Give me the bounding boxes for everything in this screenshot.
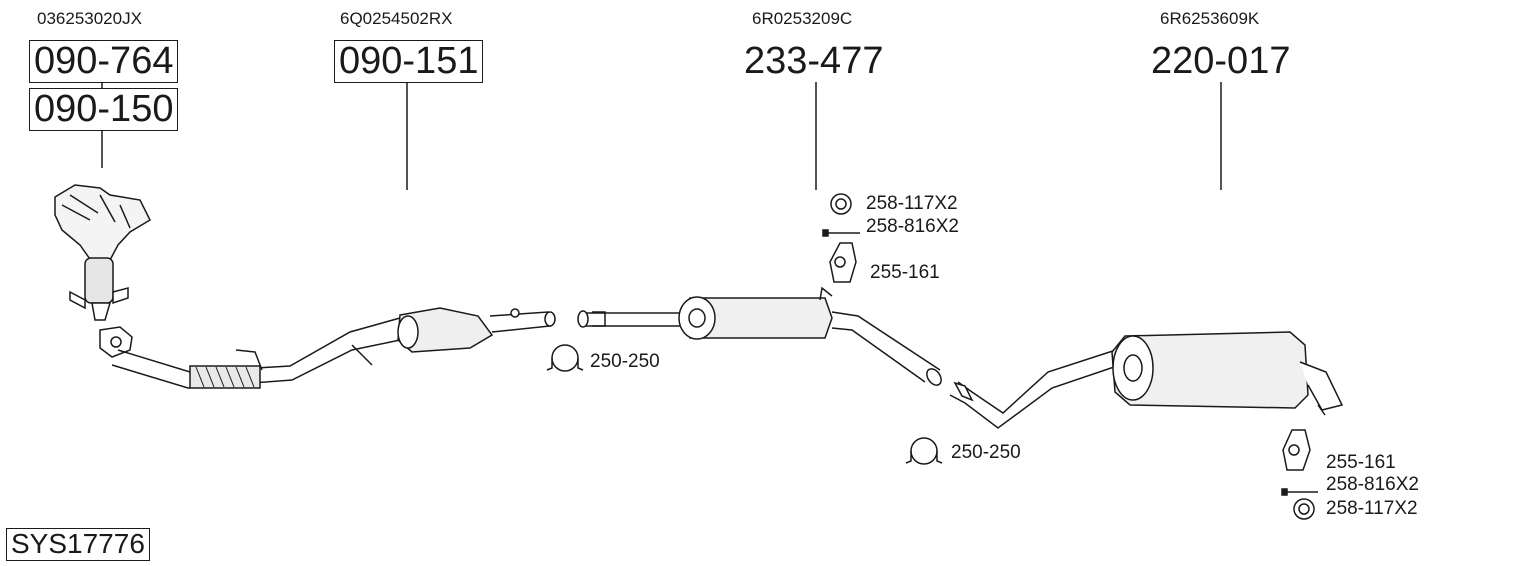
ring-label-rear[interactable]: 258-117X2 <box>1326 498 1418 519</box>
middle-silencer-part <box>577 286 942 386</box>
part-number-box-catalyst[interactable]: 090-151 <box>334 40 484 83</box>
part-number-rear-silencer[interactable]: 220-017 <box>1151 40 1291 82</box>
bolt-icon <box>1281 488 1318 496</box>
clamp-label-rear[interactable]: 250-250 <box>951 442 1021 463</box>
ring-icon <box>830 193 852 215</box>
part-number-middle-silencer[interactable]: 233-477 <box>744 40 884 82</box>
ring-label-middle[interactable]: 258-117X2 <box>866 193 958 214</box>
ring-icon <box>1293 498 1315 520</box>
oem-number-manifold: 036253020JX <box>37 9 142 28</box>
rear-silencer-part <box>949 331 1344 429</box>
hanger-icon <box>1282 429 1311 471</box>
system-code-box: SYS17776 <box>6 528 150 561</box>
oem-number-rear-silencer: 6R6253609K <box>1160 9 1260 28</box>
oem-number-catalyst: 6Q0254502RX <box>340 9 453 28</box>
clamp-icon <box>905 437 943 465</box>
clamp-icon <box>546 344 584 372</box>
part-number-box-manifold[interactable]: 090-764 <box>29 40 179 83</box>
hanger-icon <box>829 242 857 283</box>
clamp-label-front[interactable]: 250-250 <box>590 351 660 372</box>
front-pipe-catalyst-part <box>111 307 556 389</box>
oem-number-middle-silencer: 6R0253209C <box>752 9 853 28</box>
hanger-label-middle[interactable]: 255-161 <box>870 262 940 283</box>
exhaust-manifold-part <box>54 184 151 358</box>
bolt-label-middle[interactable]: 258-816X2 <box>866 216 959 237</box>
part-number-box-manifold-lower[interactable]: 090-150 <box>29 88 179 131</box>
bolt-icon <box>822 229 860 237</box>
bolt-label-rear[interactable]: 258-816X2 <box>1326 474 1419 495</box>
hanger-label-rear[interactable]: 255-161 <box>1326 452 1396 473</box>
